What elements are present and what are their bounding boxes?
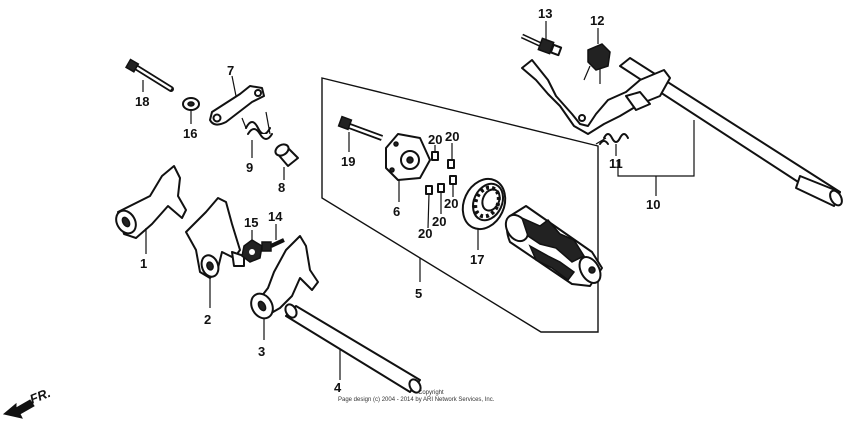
callout-17[interactable]: 17 — [470, 252, 484, 267]
callout-7[interactable]: 7 — [227, 63, 234, 78]
bolt-18[interactable] — [125, 58, 174, 92]
bolt-14[interactable] — [261, 238, 285, 252]
callout-20a[interactable]: 20 — [428, 132, 442, 147]
bolt-13[interactable] — [520, 33, 563, 57]
callout-4[interactable]: 4 — [334, 380, 342, 395]
collar-8[interactable] — [273, 142, 299, 167]
leader-10 — [617, 120, 695, 177]
stopper-arm-7[interactable] — [209, 85, 265, 126]
bearing-17[interactable] — [455, 172, 513, 236]
front-arrow-icon — [2, 399, 35, 419]
fork-shaft-4[interactable] — [283, 302, 423, 394]
front-direction-indicator: FR. — [2, 385, 53, 419]
spring-12[interactable] — [583, 43, 611, 84]
callout-16[interactable]: 16 — [183, 126, 197, 141]
copyright-line-2: Page design (c) 2004 - 2014 by ARI Netwo… — [338, 397, 495, 403]
callout-18[interactable]: 18 — [135, 94, 149, 109]
callout-6[interactable]: 6 — [393, 204, 400, 219]
callout-19[interactable]: 19 — [341, 154, 355, 169]
callout-8[interactable]: 8 — [278, 180, 285, 195]
callout-15[interactable]: 15 — [244, 215, 258, 230]
spring-11[interactable] — [595, 133, 629, 145]
callout-20e[interactable]: 20 — [444, 196, 458, 211]
leader-20c — [427, 193, 430, 229]
callout-5[interactable]: 5 — [415, 286, 422, 301]
drum-center-6[interactable] — [385, 133, 431, 181]
callout-10[interactable]: 10 — [646, 197, 660, 212]
callout-1[interactable]: 1 — [140, 256, 147, 271]
callout-11[interactable]: 11 — [609, 156, 623, 171]
leader-7 — [231, 75, 237, 97]
callout-20b[interactable]: 20 — [445, 129, 459, 144]
callout-2[interactable]: 2 — [204, 312, 211, 327]
washer-16[interactable] — [182, 97, 200, 111]
copyright-line-1: Copyright — [418, 390, 444, 396]
callout-13[interactable]: 13 — [538, 6, 552, 21]
nut-15[interactable] — [241, 239, 263, 263]
callout-20c[interactable]: 20 — [418, 226, 432, 241]
front-label: FR. — [28, 385, 53, 407]
shift-fork-2[interactable] — [185, 197, 245, 279]
assembly-5-frame — [321, 77, 599, 333]
gearshift-spindle-10[interactable] — [521, 57, 844, 207]
shift-drum[interactable] — [501, 205, 604, 287]
callout-12[interactable]: 12 — [590, 13, 604, 28]
callout-3[interactable]: 3 — [258, 344, 265, 359]
callout-9[interactable]: 9 — [246, 160, 253, 175]
spring-9[interactable] — [241, 111, 273, 140]
callout-20d[interactable]: 20 — [432, 214, 446, 229]
bolt-19[interactable] — [337, 115, 384, 141]
callout-labels: 1 2 3 4 5 6 7 8 9 10 11 12 13 14 15 16 1… — [135, 6, 660, 395]
shift-fork-1[interactable] — [112, 165, 187, 239]
shift-fork-3[interactable] — [247, 235, 319, 322]
callout-14[interactable]: 14 — [268, 209, 283, 224]
